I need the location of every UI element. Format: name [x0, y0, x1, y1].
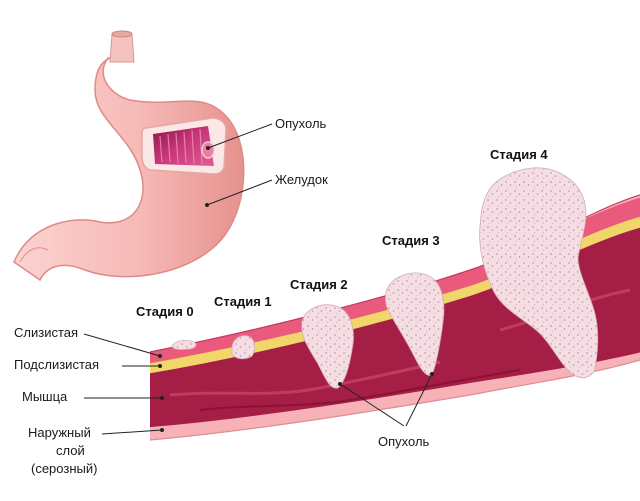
stomach-illustration	[13, 30, 245, 282]
label-submucosa: Подслизистая	[14, 357, 99, 372]
tumor-stage-4	[479, 167, 599, 379]
tumor-stage-1	[231, 335, 256, 360]
label-mucosa: Слизистая	[14, 325, 78, 340]
label-tumor-top: Опухоль	[275, 116, 327, 131]
stage-2-label: Стадия 2	[290, 277, 348, 292]
stage-4-label: Стадия 4	[490, 147, 548, 162]
stage-0-label: Стадия 0	[136, 304, 194, 319]
esophagus	[109, 33, 135, 63]
label-serosa-line2: слой	[56, 443, 85, 458]
stage-3-label: Стадия 3	[382, 233, 440, 248]
label-serosa-line1: Наружный	[28, 425, 91, 440]
label-tumor-bottom: Опухоль	[378, 434, 430, 449]
stomach-body	[13, 57, 245, 282]
tumors-group	[171, 167, 599, 389]
tumor-stage-2	[301, 304, 354, 389]
label-stomach: Желудок	[275, 172, 328, 187]
tumor-stage-0	[171, 339, 197, 350]
stage-1-label: Стадия 1	[214, 294, 272, 309]
label-serosa-line3: (серозный)	[31, 461, 97, 476]
label-muscle: Мышца	[22, 389, 68, 404]
